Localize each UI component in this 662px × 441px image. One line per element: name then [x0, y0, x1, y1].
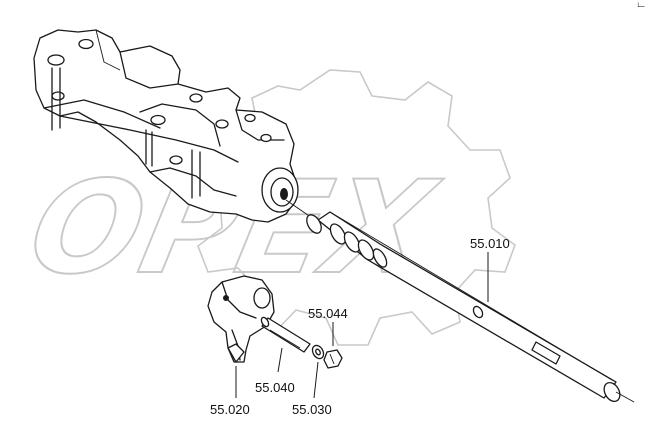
housing-boss	[150, 114, 166, 126]
shaft-cross-hole	[472, 305, 484, 319]
leader-55-040	[277, 347, 283, 373]
housing-boss	[47, 54, 65, 66]
callout-55-040: 55.040	[255, 380, 295, 395]
housing-stud	[145, 129, 153, 167]
shaft-centerline-top	[329, 211, 613, 381]
shaft-slot	[531, 341, 561, 365]
corner-mark: └─	[636, 2, 645, 11]
leader-55-030	[313, 361, 319, 399]
bolt	[323, 349, 343, 369]
shift-shaft	[306, 211, 635, 403]
callouts: 55.010 55.044 55.040 55.020 55.030	[210, 236, 510, 417]
shaft-groove	[343, 231, 361, 253]
callout-55-044: 55.044	[308, 306, 348, 321]
housing-boss	[78, 38, 94, 50]
housing-body-bulge	[139, 103, 221, 147]
pin-line	[269, 329, 301, 349]
housing-boss	[244, 113, 256, 123]
bolt-head	[323, 349, 343, 369]
housing-top-ridge	[119, 51, 179, 89]
axle-housing	[33, 29, 299, 223]
housing-stud	[191, 149, 201, 199]
housing-boss	[169, 155, 183, 165]
housing-bore-shadow	[280, 188, 288, 200]
fork-edge	[221, 281, 257, 319]
housing-shaft-tube	[59, 115, 239, 163]
spring-pin	[260, 316, 311, 353]
leader-lines	[235, 252, 489, 399]
housing-bottom-web	[149, 167, 237, 197]
bolt-head-line	[329, 353, 335, 365]
shaft-end-line	[615, 391, 635, 403]
shaft-end	[603, 382, 621, 402]
washer-inner	[315, 348, 321, 356]
fork-bore	[253, 287, 271, 309]
housing-boss	[189, 93, 203, 103]
housing-boss	[215, 119, 229, 129]
callout-55-030: 55.030	[292, 402, 332, 417]
shaft-end-collar	[306, 214, 322, 234]
fork-tip	[227, 343, 245, 363]
housing-rib	[95, 29, 121, 71]
housing-boss	[260, 133, 272, 143]
shaft-groove	[357, 239, 375, 261]
shaft-groove	[329, 223, 347, 245]
callout-55-010: 55.010	[470, 236, 510, 251]
shaft-shoulder	[372, 248, 388, 268]
washer	[311, 344, 325, 360]
shift-fork	[207, 275, 275, 363]
housing-boss	[51, 91, 65, 101]
pin-end	[260, 316, 270, 328]
housing-stud	[51, 67, 61, 131]
housing-lower-edge	[43, 99, 161, 129]
callout-55-020: 55.020	[210, 402, 250, 417]
housing-flange-edge	[235, 109, 285, 141]
